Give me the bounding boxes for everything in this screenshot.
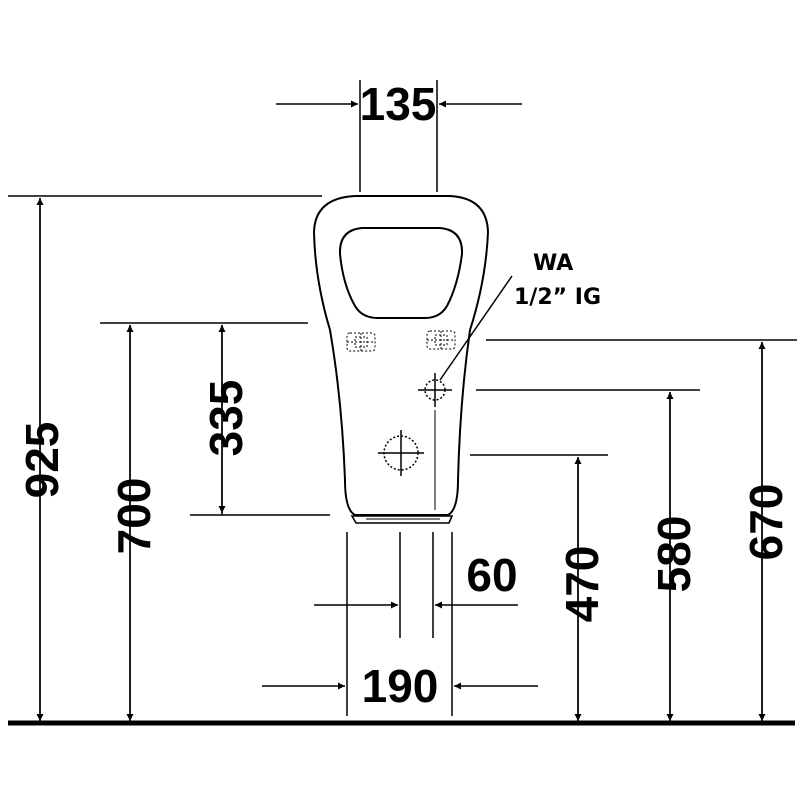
dimension-670-label: 670 — [740, 484, 792, 561]
dimension-60 — [314, 532, 518, 638]
dimension-700-label: 700 — [108, 478, 160, 555]
dimension-700 — [100, 322, 308, 723]
dimension-135 — [276, 80, 522, 192]
note-line-2: 1/2” IG — [514, 285, 601, 310]
dimension-670 — [486, 339, 797, 723]
dimension-135-label: 135 — [360, 78, 437, 130]
dimension-580 — [476, 389, 700, 723]
dimension-470-label: 470 — [556, 546, 608, 623]
dimension-60-label: 60 — [466, 549, 517, 601]
note-line-1: WA — [533, 251, 573, 276]
water-inlet-marker — [418, 373, 452, 407]
outlet-marker — [378, 430, 424, 476]
dimension-190 — [262, 532, 538, 716]
urinal-outline — [312, 195, 490, 524]
dimension-470 — [470, 454, 608, 723]
dimension-925-label: 925 — [16, 422, 68, 499]
dimension-580-label: 580 — [648, 516, 700, 593]
dimension-925 — [8, 195, 322, 723]
dimension-335 — [190, 325, 330, 516]
mounting-fixture-right — [426, 330, 456, 350]
note-leader-line — [439, 275, 513, 381]
mounting-fixture-left — [346, 332, 376, 352]
dimension-335-label: 335 — [200, 380, 252, 457]
dimension-190-label: 190 — [362, 660, 439, 712]
